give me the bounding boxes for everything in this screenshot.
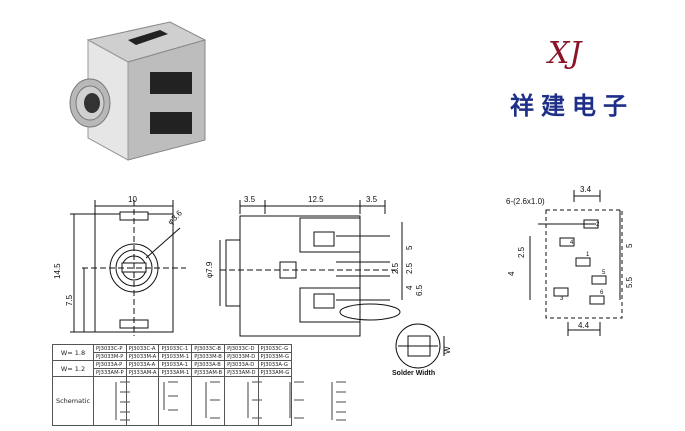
part-cell: PJ3033A-D <box>224 360 259 369</box>
side-dim1-label: 3.5 <box>244 195 256 204</box>
footprint-d4-label: 4 <box>507 271 516 276</box>
front-lower-label: 7.5 <box>65 294 74 306</box>
side-dia-label: φ7.9 <box>205 261 214 278</box>
part-cell: PJ3033A-1 <box>158 360 193 369</box>
footprint-holes-label: 6-(2.6x1.0) <box>506 197 545 206</box>
part-cell: PJ3033A-A <box>125 360 160 369</box>
schematic-cell <box>125 376 160 426</box>
schematic-cell <box>158 376 193 426</box>
part-cell: PJ3033C-D <box>224 344 259 353</box>
front-view <box>70 200 186 336</box>
footprint-d5-label: 5 <box>625 243 634 248</box>
side-p5-label: 5 <box>405 245 414 250</box>
part-cell: PJ3033C-B <box>191 344 226 353</box>
row-label: W= 1.8 <box>52 344 94 361</box>
logo-mark: XJ <box>548 36 582 71</box>
footprint-d44-label: 4.4 <box>578 321 590 330</box>
part-cell: PJ3033M-D <box>224 352 259 361</box>
table-row: W= 1.8 PJ3033C-P PJ3033C-A PJ3033C-1 PJ3… <box>52 344 293 361</box>
pin-label: 1 <box>586 252 590 258</box>
part-cell: PJ3033M-A <box>125 352 160 361</box>
schematic-cell <box>93 376 127 426</box>
table-row: Schematic <box>52 376 293 426</box>
part-cell: PJ333AM-A <box>125 368 160 377</box>
front-hole-label: φ3.6 <box>166 208 184 226</box>
schematic-label: Schematic <box>52 376 94 426</box>
part-cell: PJ3033A-P <box>93 360 127 369</box>
part-cell: PJ333AM-P <box>93 368 127 377</box>
front-height-label: 14.5 <box>53 263 62 279</box>
part-cell: PJ3033M-B <box>191 352 226 361</box>
footprint-d25-label: 2.5 <box>517 246 526 258</box>
side-view <box>219 200 403 337</box>
solder-w-label: W <box>443 346 452 354</box>
parts-table: W= 1.8 PJ3033C-P PJ3033C-A PJ3033C-1 PJ3… <box>52 344 293 426</box>
side-p25b-label: 2.5 <box>405 262 414 274</box>
solder-width-label: Solder Width <box>392 370 436 377</box>
part-cell: PJ333AM-D <box>224 368 259 377</box>
part-cell: PJ3033M-1 <box>158 352 193 361</box>
pin-label: 6 <box>600 290 604 296</box>
part-cell: PJ333AM-B <box>191 368 226 377</box>
part-cell: PJ333AM-G <box>257 368 293 377</box>
pin-label: 2 <box>596 222 600 228</box>
part-cell: PJ3033M-P <box>93 352 127 361</box>
part-cell: PJ3033C-1 <box>158 344 193 353</box>
company-name: 祥建电子 <box>510 91 634 120</box>
side-p25-label: 2.5 <box>391 262 400 274</box>
footprint-d55-label: 5.5 <box>625 276 634 288</box>
part-cell: PJ3033C-A <box>125 344 160 353</box>
product-photo <box>69 21 207 161</box>
part-cell: PJ3033M-G <box>257 352 293 361</box>
side-dim3-label: 3.5 <box>366 195 378 204</box>
schematic-cell <box>224 376 259 426</box>
row-label: W= 1.2 <box>52 360 94 377</box>
schematic-cell <box>257 376 293 426</box>
front-width-label: 10 <box>128 195 137 204</box>
part-cell: PJ3033A-G <box>257 360 293 369</box>
part-cell: PJ333AM-1 <box>158 368 193 377</box>
part-cell: PJ3033C-P <box>93 344 127 353</box>
pin-label: 3 <box>560 296 564 302</box>
table-row: W= 1.2 PJ3033A-P PJ3033A-A PJ3033A-1 PJ3… <box>52 360 293 377</box>
solder-detail <box>395 323 445 369</box>
footprint-d34-label: 3.4 <box>580 185 592 194</box>
side-dim2-label: 12.5 <box>308 195 324 204</box>
schematic-cell <box>191 376 226 426</box>
footprint <box>529 190 623 336</box>
part-cell: PJ3033C-G <box>257 344 293 353</box>
side-p65-label: 6.5 <box>415 284 424 296</box>
part-cell: PJ3033A-B <box>191 360 226 369</box>
pin-label: 4 <box>570 240 574 246</box>
pin-label: 5 <box>602 270 606 276</box>
side-p4-label: 4 <box>405 285 414 290</box>
